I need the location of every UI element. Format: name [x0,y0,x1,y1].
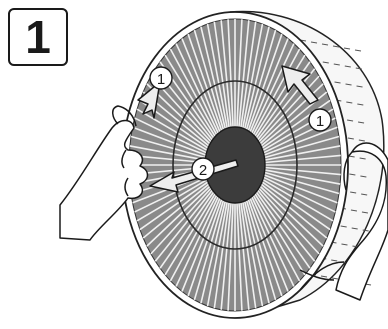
vent-slot [344,48,350,49]
callout-1-right: 1 [309,109,331,131]
callout-2-label: 2 [199,162,207,179]
callout-1-left-label: 1 [157,71,165,88]
callout-1-right-label: 1 [316,113,324,130]
callout-1-left: 1 [150,67,172,89]
vent-slot [355,50,361,51]
callout-2: 2 [192,158,214,180]
vent-slot [332,278,338,279]
